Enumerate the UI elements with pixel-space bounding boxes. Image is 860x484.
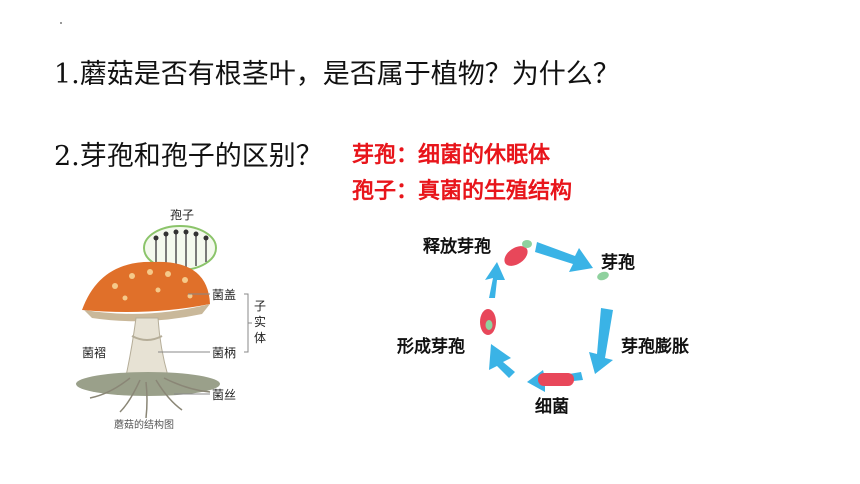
mushroom-illustration xyxy=(76,225,252,419)
label-stalk: 菌柄 xyxy=(212,346,237,360)
label-fruiting-body: 子实体 xyxy=(254,299,267,345)
forming-endospore xyxy=(485,320,493,330)
label-release-spore: 释放芽孢 xyxy=(423,237,491,257)
label-bacteria: 细菌 xyxy=(535,397,569,417)
released-endospore xyxy=(522,240,532,248)
cap-spots xyxy=(112,269,193,301)
arrow-bacteria-to-form xyxy=(489,344,515,378)
free-endospore xyxy=(597,271,609,281)
label-cap: 菌盖 xyxy=(212,288,237,302)
label-gills: 菌褶 xyxy=(82,346,107,360)
arrow-spore-to-swell xyxy=(589,308,613,374)
arrow-form-to-release xyxy=(485,262,505,298)
endospore-cycle-diagram: 释放芽孢 芽孢 芽孢膨胀 细菌 形成芽孢 xyxy=(395,222,725,422)
mushroom-cap xyxy=(82,261,210,312)
label-spore-swell: 芽孢膨胀 xyxy=(621,337,689,357)
answer-spore: 孢子：真菌的生殖结构 xyxy=(352,179,573,204)
mushroom-structure-figure: 孢子 菌盖 菌褶 菌柄 菌丝 子实体 蘑菇的结构图 xyxy=(70,198,290,438)
decorative-dot xyxy=(60,22,62,24)
mushroom-stalk xyxy=(125,317,169,377)
bacteria-releasing xyxy=(504,246,528,266)
label-spore: 孢子 xyxy=(170,208,195,222)
cycle-arrows xyxy=(485,242,613,392)
spore-strands xyxy=(155,234,207,268)
label-endospore: 芽孢 xyxy=(601,253,635,273)
spore-dots xyxy=(153,229,209,241)
mushroom-ground xyxy=(76,372,220,396)
answer-endospore: 芽孢：细菌的休眠体 xyxy=(352,143,551,168)
stalk-ring xyxy=(131,335,163,341)
question-2: 2.芽孢和孢子的区别？ xyxy=(54,141,323,172)
hyphae-strands xyxy=(89,377,211,419)
question-1: 1.蘑菇是否有根茎叶，是否属于植物？为什么？ xyxy=(54,59,620,90)
figure-caption: 蘑菇的结构图 xyxy=(114,420,174,431)
label-hyphae: 菌丝 xyxy=(212,388,237,402)
cycle-illustration xyxy=(480,240,613,392)
label-form-spore: 形成芽孢 xyxy=(397,337,465,357)
mushroom-gills xyxy=(84,304,210,322)
arrow-release-to-spore xyxy=(535,242,593,272)
fruiting-body-bracket xyxy=(244,293,252,353)
bacteria-cell xyxy=(538,373,574,386)
